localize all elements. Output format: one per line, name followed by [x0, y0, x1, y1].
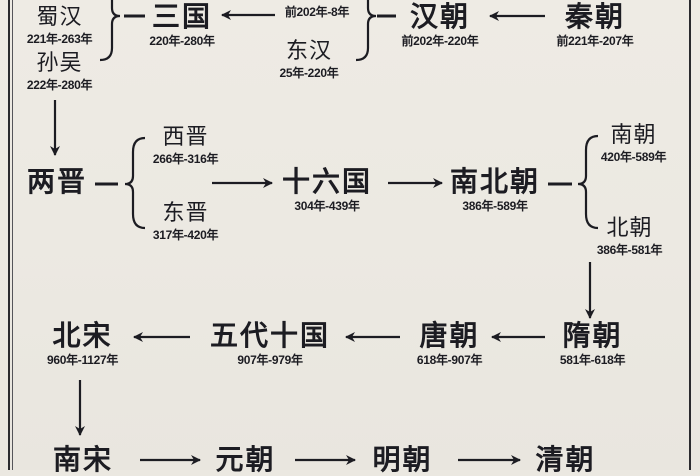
- node-years: 前202年-8年: [284, 5, 350, 19]
- node-tang: 唐朝 618年-907年: [402, 319, 497, 368]
- node-han: 汉朝 前202年-220年: [385, 0, 495, 49]
- brace-nanbeichao: [577, 134, 599, 230]
- node-years: 907年-979年: [237, 353, 303, 367]
- node-dongjin: 东晋 317年-420年: [138, 201, 233, 243]
- node-name: 元朝: [215, 443, 276, 476]
- node-name: 三国: [151, 0, 212, 33]
- node-name: 南北朝: [449, 165, 540, 198]
- node-beichao: 北朝 386年-581年: [582, 216, 677, 258]
- node-years: 581年-618年: [559, 353, 626, 367]
- node-years: 220年-280年: [149, 34, 215, 48]
- node-name: 蜀汉: [36, 5, 83, 30]
- node-name: 十六国: [281, 165, 372, 198]
- node-beisong: 北宋 960年-1127年: [35, 319, 130, 368]
- left-border-outer: [8, 0, 10, 470]
- node-name: 东汉: [285, 39, 332, 64]
- node-years: 960年-1127年: [46, 353, 119, 367]
- node-name: 南朝: [610, 123, 657, 148]
- node-nanchao: 南朝 420年-589年: [586, 123, 681, 165]
- node-qing: 清朝: [518, 446, 613, 474]
- node-years: 前221年-207年: [556, 34, 634, 48]
- node-name: 清朝: [535, 443, 596, 476]
- node-sui: 隋朝 581年-618年: [545, 319, 640, 368]
- node-years: 222年-280年: [26, 78, 93, 92]
- node-name: 北朝: [606, 216, 653, 241]
- right-border: [689, 0, 691, 470]
- node-donghan: 东汉 25年-220年: [264, 39, 354, 81]
- node-years: 25年-220年: [279, 66, 339, 80]
- node-years: 386年-589年: [462, 199, 528, 213]
- node-nanbeichao: 南北朝 386年-589年: [440, 165, 550, 214]
- node-years: 266年-316年: [152, 152, 219, 166]
- node-name: 秦朝: [564, 0, 625, 33]
- node-years: 317年-420年: [152, 228, 219, 242]
- node-name: 隋朝: [562, 319, 623, 352]
- node-name: 西汉: [262, 0, 372, 2]
- node-sanguo: 三国 220年-280年: [132, 0, 232, 49]
- node-years: 221年-263年: [26, 32, 93, 46]
- node-ming: 明朝: [355, 446, 450, 474]
- node-qin: 秦朝 前221年-207年: [540, 0, 650, 49]
- node-name: 两晋: [26, 165, 87, 198]
- node-xihan: 西汉 前202年-8年: [262, 0, 372, 19]
- brace-sanguo: [99, 0, 121, 62]
- node-years: 420年-589年: [600, 150, 667, 164]
- node-years: 386年-581年: [596, 243, 663, 257]
- node-name: 唐朝: [419, 319, 480, 352]
- node-shiliuguo: 十六国 304年-439年: [272, 165, 382, 214]
- node-liangjin: 两晋: [22, 168, 92, 196]
- node-name: 明朝: [372, 443, 433, 476]
- node-name: 汉朝: [409, 0, 470, 33]
- node-name: 南宋: [52, 443, 113, 476]
- node-name: 五代十国: [209, 319, 330, 352]
- node-name: 西晋: [162, 125, 209, 150]
- brace-han: [355, 0, 377, 62]
- node-sunwu: 孙吴 222年-280年: [12, 51, 107, 93]
- node-name: 北宋: [52, 319, 113, 352]
- node-shuhan: 蜀汉 221年-263年: [12, 5, 107, 47]
- node-yuan: 元朝: [198, 446, 293, 474]
- node-xijin: 西晋 266年-316年: [138, 125, 233, 167]
- node-name: 东晋: [162, 201, 209, 226]
- brace-liangjin: [124, 136, 146, 230]
- node-years: 618年-907年: [416, 353, 483, 367]
- node-wudai: 五代十国 907年-979年: [195, 319, 345, 368]
- node-name: 孙吴: [36, 51, 83, 76]
- node-years: 前202年-220年: [401, 34, 479, 48]
- node-years: 304年-439年: [294, 199, 360, 213]
- node-nansong: 南宋: [38, 446, 128, 474]
- left-border-inner: [12, 0, 13, 470]
